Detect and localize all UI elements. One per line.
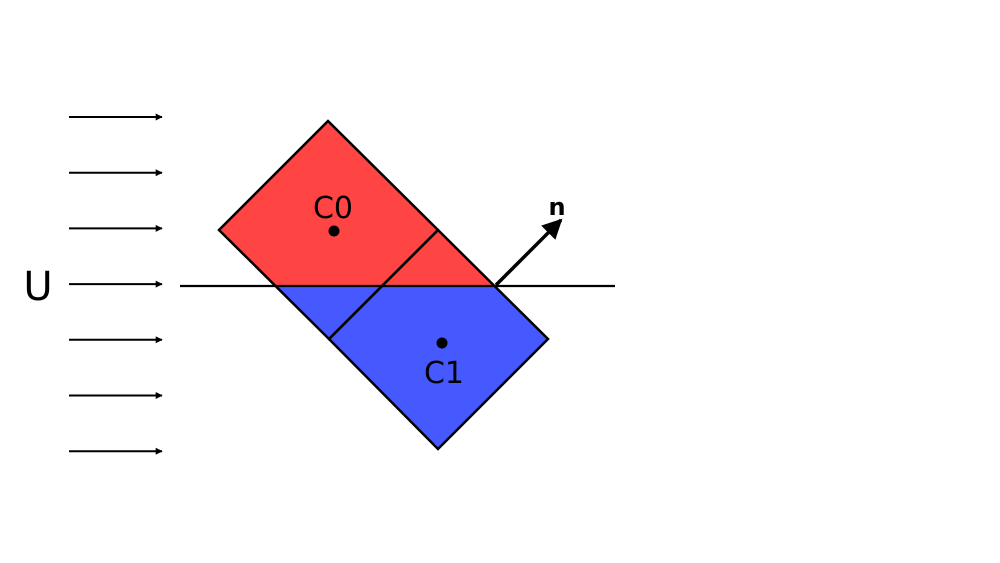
cell-c1-blue-region xyxy=(275,286,548,449)
flow-label-u: U xyxy=(23,264,52,310)
cell-c1-label: C1 xyxy=(424,356,464,391)
normal-vector-arrow xyxy=(494,218,563,287)
cell-c1-center-dot xyxy=(436,337,448,349)
cell-c0-label: C0 xyxy=(313,191,353,226)
cell-c1-outline xyxy=(327,228,550,451)
flow-arrows xyxy=(69,113,163,455)
cell-c0-red-region xyxy=(219,121,495,286)
cell-c0-center-dot xyxy=(328,225,340,237)
normal-label-n: n xyxy=(548,193,565,221)
